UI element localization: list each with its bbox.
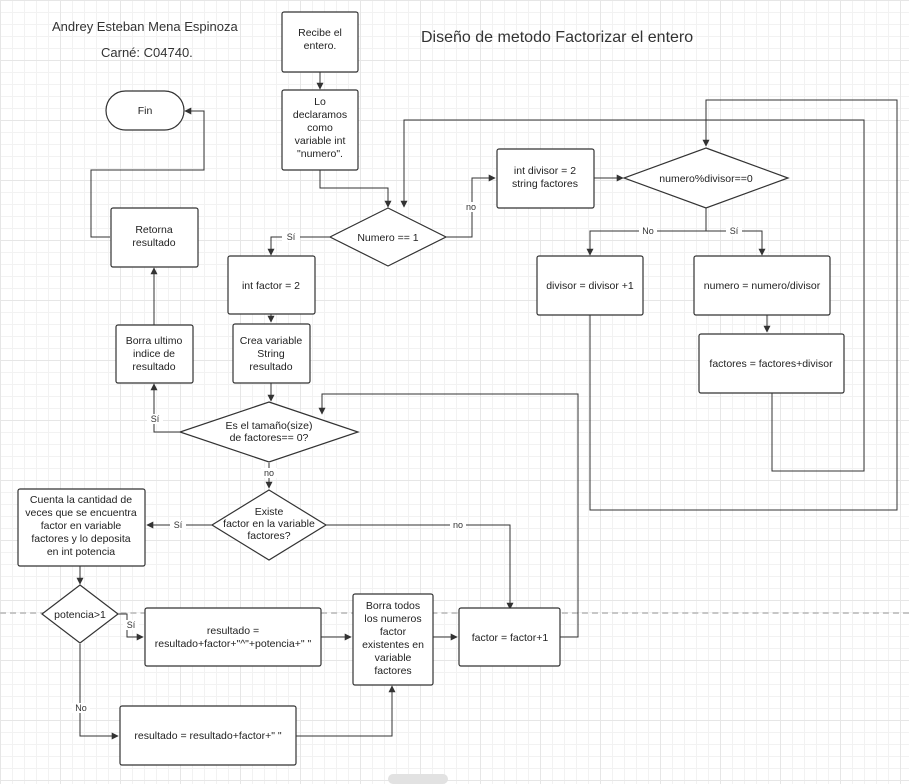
- edge-label-si-existe: Sí: [174, 520, 183, 530]
- node-potencia-gt-1: potencia>1: [41, 584, 119, 644]
- edge-declaramos-numero: [319, 170, 392, 208]
- svg-text:resultado =resultado+factor+"^: resultado =resultado+factor+"^"+potencia…: [155, 625, 312, 650]
- student-id: Carné: C04740.: [101, 45, 193, 60]
- node-resultado-simple: resultado = resultado+factor+" ": [119, 705, 297, 766]
- edge-mod-si: [706, 230, 766, 256]
- edge-potencia-no: [79, 644, 119, 740]
- edge-label-no-potencia: No: [75, 703, 87, 713]
- edge-label-no-size: no: [264, 468, 274, 478]
- edge-labels: no Sí No Sí Sí no Sí no Sí No: [72, 202, 742, 713]
- author-name: Andrey Esteban Mena Espinoza: [52, 19, 238, 34]
- node-divisor-inc: divisor = divisor +1: [536, 255, 644, 316]
- edge-label-no-mod: No: [642, 226, 654, 236]
- node-size-check: Es el tamaño(size)de factores== 0?: [178, 401, 360, 463]
- node-factor-inc: factor = factor+1: [458, 607, 561, 667]
- edge-label-si-potencia: Sí: [127, 620, 136, 630]
- edge-retorna-fin: [90, 107, 205, 238]
- edge-size-si: [150, 383, 181, 433]
- edge-resultadosimple-borra: [296, 685, 396, 737]
- edge-factorinc-loop: [318, 393, 579, 638]
- node-numero-eq-1: Numero == 1: [328, 207, 448, 267]
- diagram-title: Diseño de metodo Factorizar el entero: [421, 29, 694, 46]
- node-fin: Fin: [105, 90, 185, 131]
- page-break-line: [0, 612, 909, 614]
- node-factores-add: factores = factores+divisor: [698, 333, 845, 394]
- edge-label-no-numero: no: [466, 202, 476, 212]
- svg-text:factores = factores+divisor: factores = factores+divisor: [709, 358, 833, 370]
- svg-text:resultado = resultado+factor+": resultado = resultado+factor+" ": [134, 730, 282, 742]
- svg-text:numero = numero/divisor: numero = numero/divisor: [704, 280, 821, 292]
- svg-text:numero%divisor==0: numero%divisor==0: [659, 173, 753, 185]
- edge-label-no-existe: no: [453, 520, 463, 530]
- scroll-handle[interactable]: [388, 774, 448, 784]
- node-numero-div: numero = numero/divisor: [693, 255, 831, 316]
- svg-text:divisor = divisor +1: divisor = divisor +1: [546, 280, 634, 292]
- edge-label-si-numero: Sí: [287, 232, 296, 242]
- edge-existe-no: [326, 524, 514, 610]
- edge-divisorinc-loop: [589, 99, 898, 511]
- edge-factores-loop: [400, 119, 865, 472]
- svg-text:Es el tamaño(size)de factores=: Es el tamaño(size)de factores== 0?: [226, 420, 313, 444]
- node-int-factor: int factor = 2: [227, 255, 316, 315]
- node-mod-divisor: numero%divisor==0: [622, 147, 790, 209]
- svg-text:factor = factor+1: factor = factor+1: [472, 632, 549, 644]
- edge-label-si-size: Sí: [151, 414, 160, 424]
- svg-text:int factor = 2: int factor = 2: [242, 280, 300, 292]
- svg-text:potencia>1: potencia>1: [54, 609, 106, 621]
- edge-numero-si: [267, 236, 330, 256]
- node-resultado-pot: resultado =resultado+factor+"^"+potencia…: [144, 607, 322, 667]
- svg-text:Numero == 1: Numero == 1: [357, 232, 418, 244]
- svg-text:Fin: Fin: [138, 105, 153, 117]
- connectors: [76, 72, 898, 740]
- edge-label-si-mod: Sí: [730, 226, 739, 236]
